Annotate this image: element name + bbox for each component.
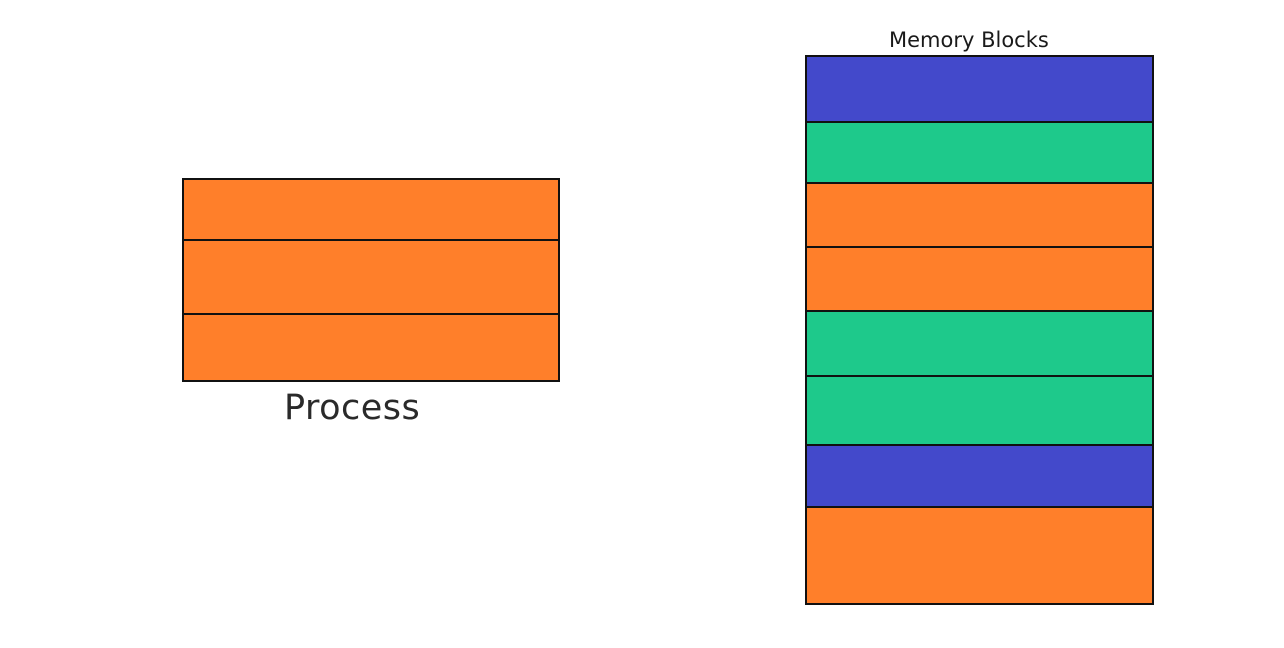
process-block [184, 315, 558, 380]
memory-blocks-label: Memory Blocks [889, 28, 1049, 52]
memory-block [807, 508, 1152, 603]
memory-block [807, 184, 1152, 248]
memory-block [807, 248, 1152, 312]
process-block [184, 241, 558, 315]
memory-block [807, 123, 1152, 184]
process-stack [182, 178, 560, 382]
memory-block [807, 57, 1152, 123]
memory-stack [805, 55, 1154, 605]
memory-block [807, 446, 1152, 508]
process-block [184, 180, 558, 241]
memory-block [807, 377, 1152, 446]
memory-block [807, 312, 1152, 377]
process-label: Process [284, 388, 421, 428]
